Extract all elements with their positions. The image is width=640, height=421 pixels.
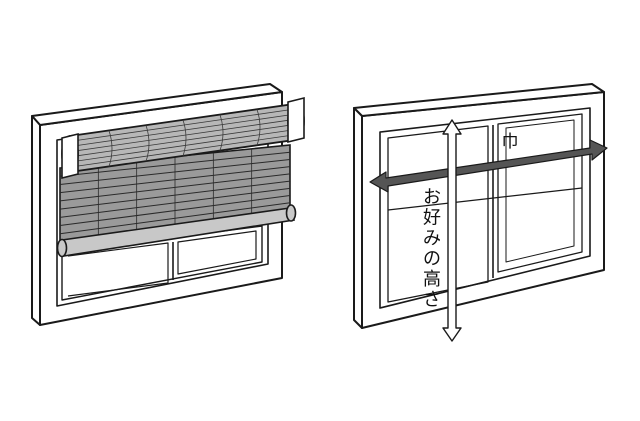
left-window-sash-inner-a <box>67 242 169 297</box>
height-label-char: お <box>423 187 441 208</box>
height-label-char: み <box>423 228 441 249</box>
width-arrow <box>369 139 608 193</box>
blind-roll-curve <box>256 109 261 146</box>
height-label-char: さ <box>423 290 441 311</box>
blind-bottom-bar <box>56 204 297 258</box>
height-label-char: の <box>423 249 441 270</box>
blind-roll-curve <box>182 119 187 157</box>
blind-roll-bracket-left <box>61 132 79 180</box>
height-arrow <box>442 119 462 342</box>
blind-roll <box>61 96 305 180</box>
left-window-frame-side-depth <box>31 115 41 326</box>
blind-roll-curve <box>145 125 150 162</box>
blind-roll-line <box>71 129 295 163</box>
blind-roll-line <box>71 108 295 142</box>
blind-bottom-bar-end-right <box>285 204 297 222</box>
blind-roll-curve <box>108 130 113 167</box>
blind-fabric-lines <box>59 148 291 237</box>
blind-roll-curve <box>219 114 224 151</box>
blind-bottom-bar-end-left <box>56 238 68 258</box>
right-window-sash-right-inner <box>505 119 575 263</box>
width-label: 巾 <box>502 132 519 152</box>
blind-roll-line <box>71 119 295 152</box>
blind-roll-line <box>71 134 295 168</box>
blind-roll-line <box>71 124 295 157</box>
right-window-frame-side-depth <box>353 107 363 329</box>
blind-roll-bracket-right <box>287 96 305 144</box>
right-window-mid-rail <box>387 187 583 211</box>
height-label-char: 高 <box>423 269 441 290</box>
blind-roll-line <box>71 113 295 147</box>
height-label-char: 好 <box>423 208 441 229</box>
left-window-sash-inner-b <box>177 230 257 275</box>
window-measurement-illustration <box>353 83 605 329</box>
height-arrow-shape <box>442 119 462 342</box>
blind-roll-texture <box>71 108 295 168</box>
right-window-sash-right <box>497 113 583 273</box>
width-arrow-shape <box>369 139 608 193</box>
